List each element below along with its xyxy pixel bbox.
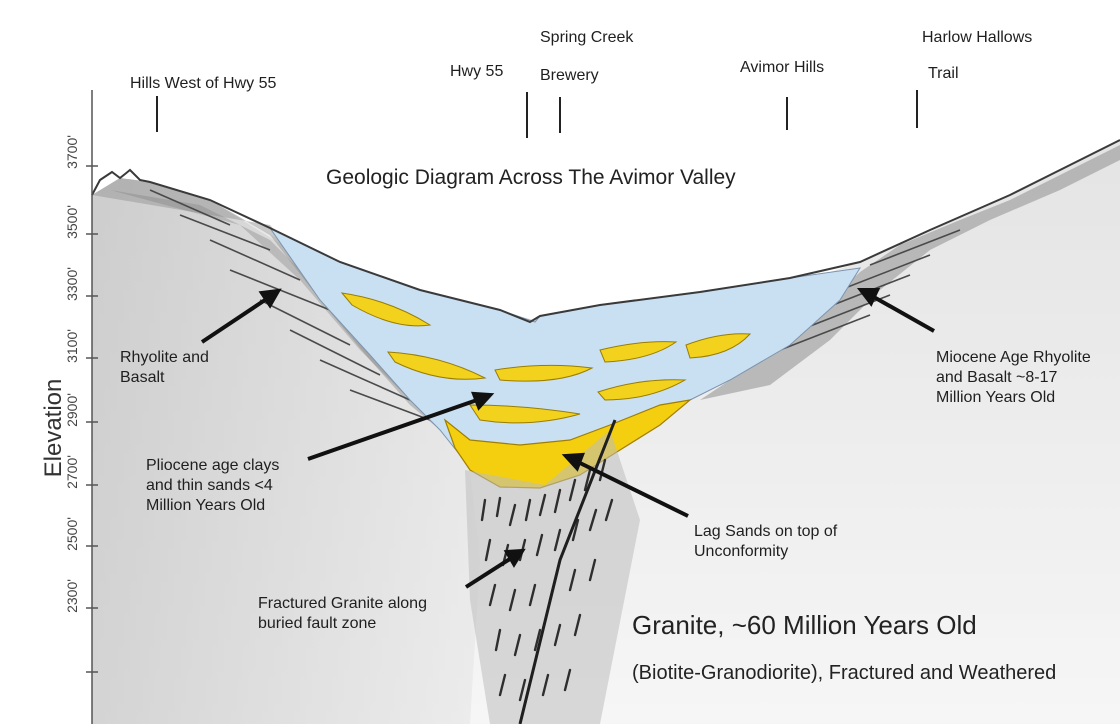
lag-sands-label: Lag Sands on top of Unconformity [694, 522, 884, 562]
granite-subtitle-label: (Biotite-Granodiorite), Fractured and We… [632, 658, 1072, 688]
harlow-hallows-label-2: Trail [928, 64, 959, 84]
spring-creek-label-2: Brewery [540, 66, 599, 86]
spring-creek-label-1: Spring Creek [540, 28, 633, 48]
avimor-hills-label: Avimor Hills [740, 58, 824, 78]
hills-west-label: Hills West of Hwy 55 [130, 74, 276, 94]
harlow-hallows-label-1: Harlow Hallows [922, 28, 1032, 48]
pliocene-label: Pliocene age clays and thin sands <4 Mil… [146, 456, 306, 516]
granite-title-label: Granite, ~60 Million Years Old [632, 610, 977, 641]
diagram-title: Geologic Diagram Across The Avimor Valle… [326, 166, 736, 190]
tick-2500: 2500' [64, 517, 80, 551]
tick-3700: 3700' [64, 135, 80, 169]
tick-3500: 3500' [64, 205, 80, 239]
hwy55-label: Hwy 55 [450, 62, 503, 82]
tick-2300: 2300' [64, 579, 80, 613]
tick-3100: 3100' [64, 329, 80, 363]
rhyolite-basalt-label: Rhyolite and Basalt [120, 348, 230, 388]
tick-2700: 2700' [64, 455, 80, 489]
tick-3300: 3300' [64, 267, 80, 301]
fractured-granite-label: Fractured Granite along buried fault zon… [258, 594, 428, 634]
tick-2900: 2900' [64, 393, 80, 427]
miocene-label: Miocene Age Rhyolite and Basalt ~8-17 Mi… [936, 348, 1096, 408]
landmark-markers [157, 90, 917, 138]
